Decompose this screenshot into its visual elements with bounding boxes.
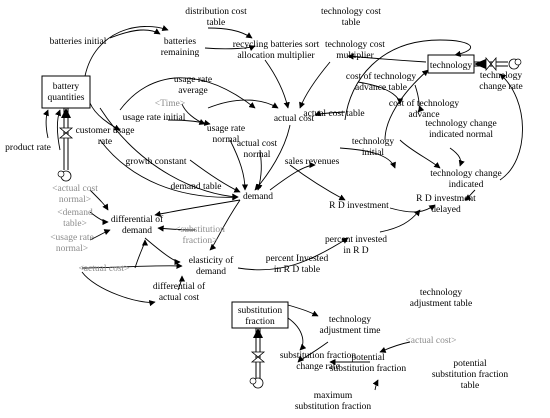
label-time-shadow: <Time> <box>155 99 185 109</box>
label-actual-cost: actual cost <box>274 114 315 124</box>
flow-technology-change-rate <box>474 56 522 72</box>
label-sales-revenues: sales revenues <box>285 157 340 167</box>
technology-label: technology <box>430 61 472 71</box>
label-actual-cost-table: actual cost table <box>303 109 364 119</box>
valve-icon[interactable] <box>58 127 74 139</box>
valve-icon[interactable] <box>250 351 266 363</box>
causal-links <box>42 25 523 391</box>
stock-technology[interactable]: technology <box>427 54 475 74</box>
label-rd-investment: R D investment <box>329 201 389 211</box>
label-demand-table: demand table <box>171 182 222 192</box>
label-usage-rate-initial: usage rate initial <box>123 113 186 123</box>
label-product-rate: product rate <box>5 143 51 153</box>
flow-product-rate <box>57 108 74 182</box>
label-batteries-initial: batteries initial <box>50 37 107 47</box>
flow-substitution-change-rate <box>249 328 266 389</box>
label-demand: demand <box>243 192 273 202</box>
label-growth-constant: growth constant <box>126 157 187 167</box>
label-actual-cost-shadow-2: <actual cost> <box>405 336 456 346</box>
label-actual-cost-shadow: <actual cost> <box>78 264 129 274</box>
valve-icon[interactable] <box>485 56 497 72</box>
